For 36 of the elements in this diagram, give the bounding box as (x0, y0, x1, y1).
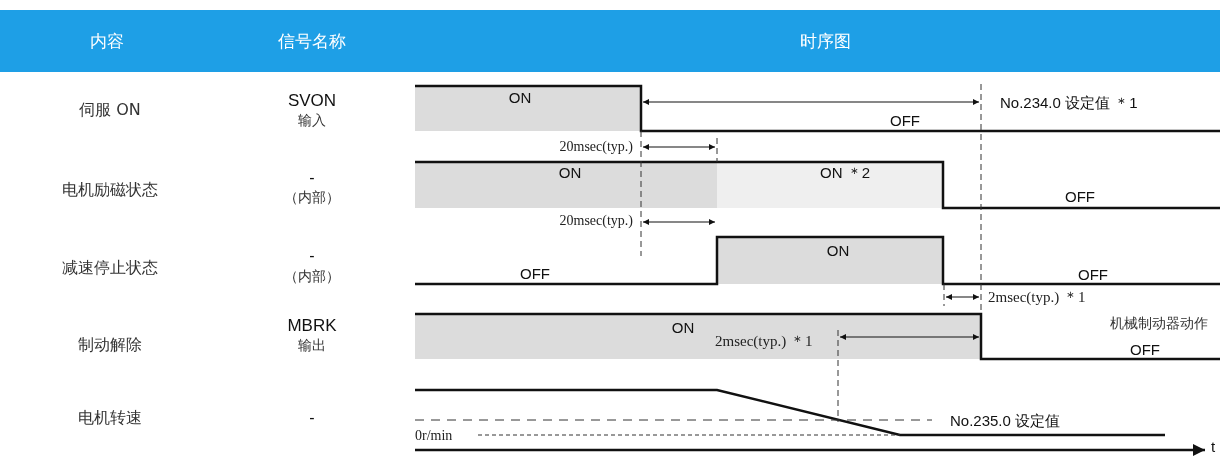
state-label: OFF (1078, 266, 1108, 282)
state-label: OFF (1130, 341, 1160, 357)
parameter-note: No.234.0 设定值 ＊1 (1000, 94, 1138, 110)
signal-description: 电机转速 (78, 410, 142, 426)
timing-label: 20msec(typ.) (559, 140, 633, 154)
signal-description: 伺服 ON (79, 102, 141, 118)
timing-label: 20msec(typ.) (559, 214, 633, 228)
signal-description: 制动解除 (78, 337, 142, 353)
signal-description: 减速停止状态 (62, 260, 158, 276)
timing-label: 2msec(typ.) ＊1 (715, 333, 813, 349)
state-label: OFF (1065, 188, 1095, 204)
timing-label: 2msec(typ.) ＊1 (988, 289, 1086, 305)
state-label: OFF (890, 112, 920, 128)
axis-label: t (1210, 438, 1216, 454)
column-header: 信号名称 (278, 32, 346, 50)
signal-name: - (309, 248, 315, 264)
column-header: 时序图 (799, 32, 851, 50)
signal-direction: 输入 (298, 113, 326, 127)
state-label: OFF (520, 265, 550, 281)
parameter-note: No.235.0 设定值 (948, 412, 1063, 428)
signal-name: - (309, 410, 315, 426)
speed-label: 0r/min (415, 429, 455, 443)
column-header: 内容 (90, 32, 124, 50)
state-label: ON (508, 89, 532, 105)
state-label: ON (671, 319, 695, 335)
brake-note: 机械制动器动作 (1110, 316, 1208, 330)
signal-name: MBRK (287, 316, 337, 334)
signal-direction: （内部） (284, 269, 340, 283)
state-label: ON (558, 164, 582, 180)
state-label: ON (826, 242, 850, 258)
signal-description: 电机励磁状态 (62, 182, 158, 198)
signal-name: - (309, 170, 315, 186)
signal-direction: 输出 (298, 338, 326, 352)
state-label: ON ＊2 (820, 164, 870, 180)
signal-direction: （内部） (284, 190, 340, 204)
signal-name: SVON (287, 91, 337, 109)
